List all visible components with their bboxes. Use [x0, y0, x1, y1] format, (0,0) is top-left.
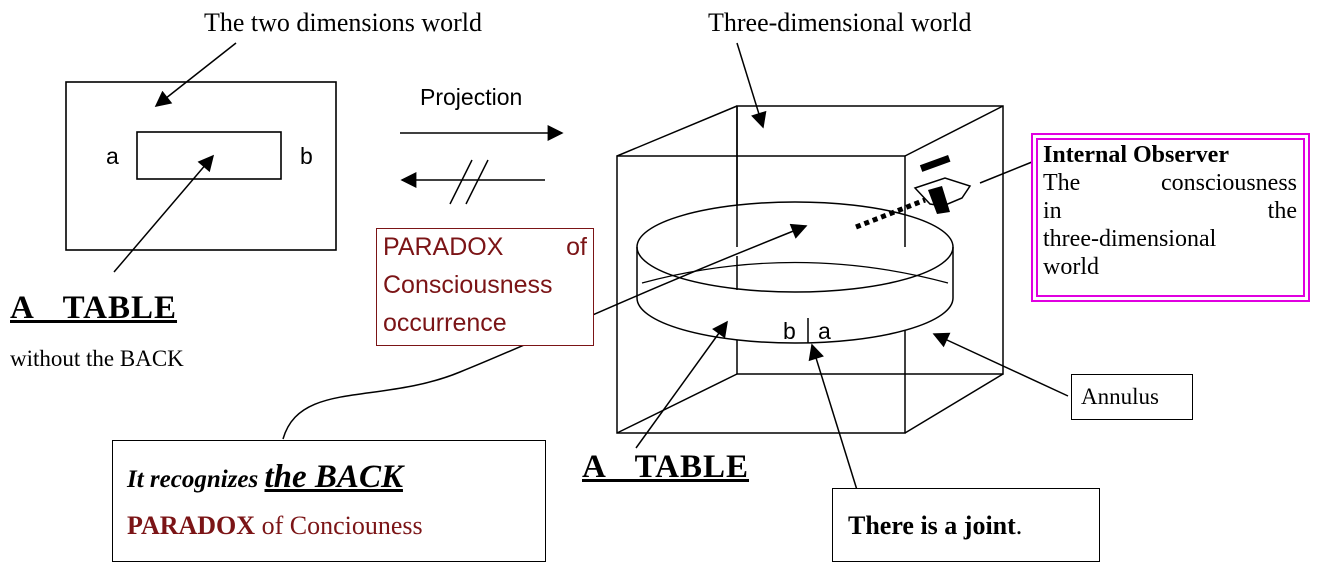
annulus-label: Annulus [1081, 384, 1159, 409]
paradox-word: PARADOX [383, 233, 504, 261]
flat-table-rect [136, 131, 282, 180]
observer-title: Internal Observer [1043, 142, 1229, 168]
paradox-of: of [566, 233, 587, 261]
cube-back-face [736, 105, 1004, 375]
arrow-title-to-3d [736, 42, 767, 129]
arrow-title-to-2d [154, 42, 237, 107]
observer-line4: world [1043, 254, 1099, 280]
cube-edge [616, 373, 738, 434]
recognize-emph: the BACK [264, 459, 403, 495]
arrow-observer [979, 161, 1033, 184]
observer-box: Internal Observer The consciousness in t… [1031, 133, 1310, 302]
joint-text: There is a joint [848, 511, 1016, 540]
cube-edge [904, 373, 1004, 434]
arrow-table-right [635, 320, 728, 449]
joint-label-b: b [783, 318, 796, 344]
recognize-prefix: It recognizes [127, 466, 265, 493]
observer-line3: three-dimensional [1043, 226, 1217, 252]
arrow-annulus [932, 332, 1069, 397]
observer-sight-line [855, 197, 926, 230]
block-slash-1 [449, 159, 473, 205]
two-dim-title: The two dimensions world [204, 8, 483, 37]
label-a-left: a [106, 143, 119, 169]
paradox-box: PARADOX of Consciousness occurrence [376, 228, 594, 346]
paradox-line2: Consciousness [383, 271, 553, 299]
cube-edge [904, 105, 1004, 157]
arrow-table-to-flat [113, 154, 215, 273]
observer-the2: the [1267, 198, 1297, 224]
eye-icon [913, 155, 972, 214]
joint-label-a: a [818, 318, 831, 344]
joint-period: . [1015, 511, 1023, 540]
recognize-rest: of Conciouness [255, 511, 423, 540]
two-dim-world-rect [65, 81, 337, 251]
annulus-label-box: Annulus [1071, 374, 1193, 420]
projection-label: Projection [420, 84, 523, 110]
annulus-top [636, 201, 954, 293]
observer-in: in [1043, 198, 1062, 224]
recognition-curve [282, 223, 808, 440]
paradox-line3: occurrence [383, 309, 507, 337]
cube-edge [616, 105, 738, 157]
table-left-sub: without the BACK [10, 346, 184, 371]
annulus-inner-rim [641, 261, 949, 284]
three-dim-title: Three-dimensional world [708, 8, 972, 37]
block-slash-2 [465, 159, 489, 205]
joint-box: There is a joint. [832, 488, 1100, 562]
recognize-box: It recognizes the BACK PARADOX of Concio… [112, 440, 546, 562]
recognize-paradox: PARADOX [127, 511, 256, 540]
table-left-heading: A TABLE [10, 290, 178, 326]
arrow-joint [808, 343, 858, 491]
annulus-band [636, 247, 954, 344]
table-right-heading: A TABLE [582, 449, 750, 485]
observer-consciousness: consciousness [1161, 170, 1297, 196]
label-b-left: b [300, 143, 313, 169]
observer-the: The [1043, 170, 1081, 196]
